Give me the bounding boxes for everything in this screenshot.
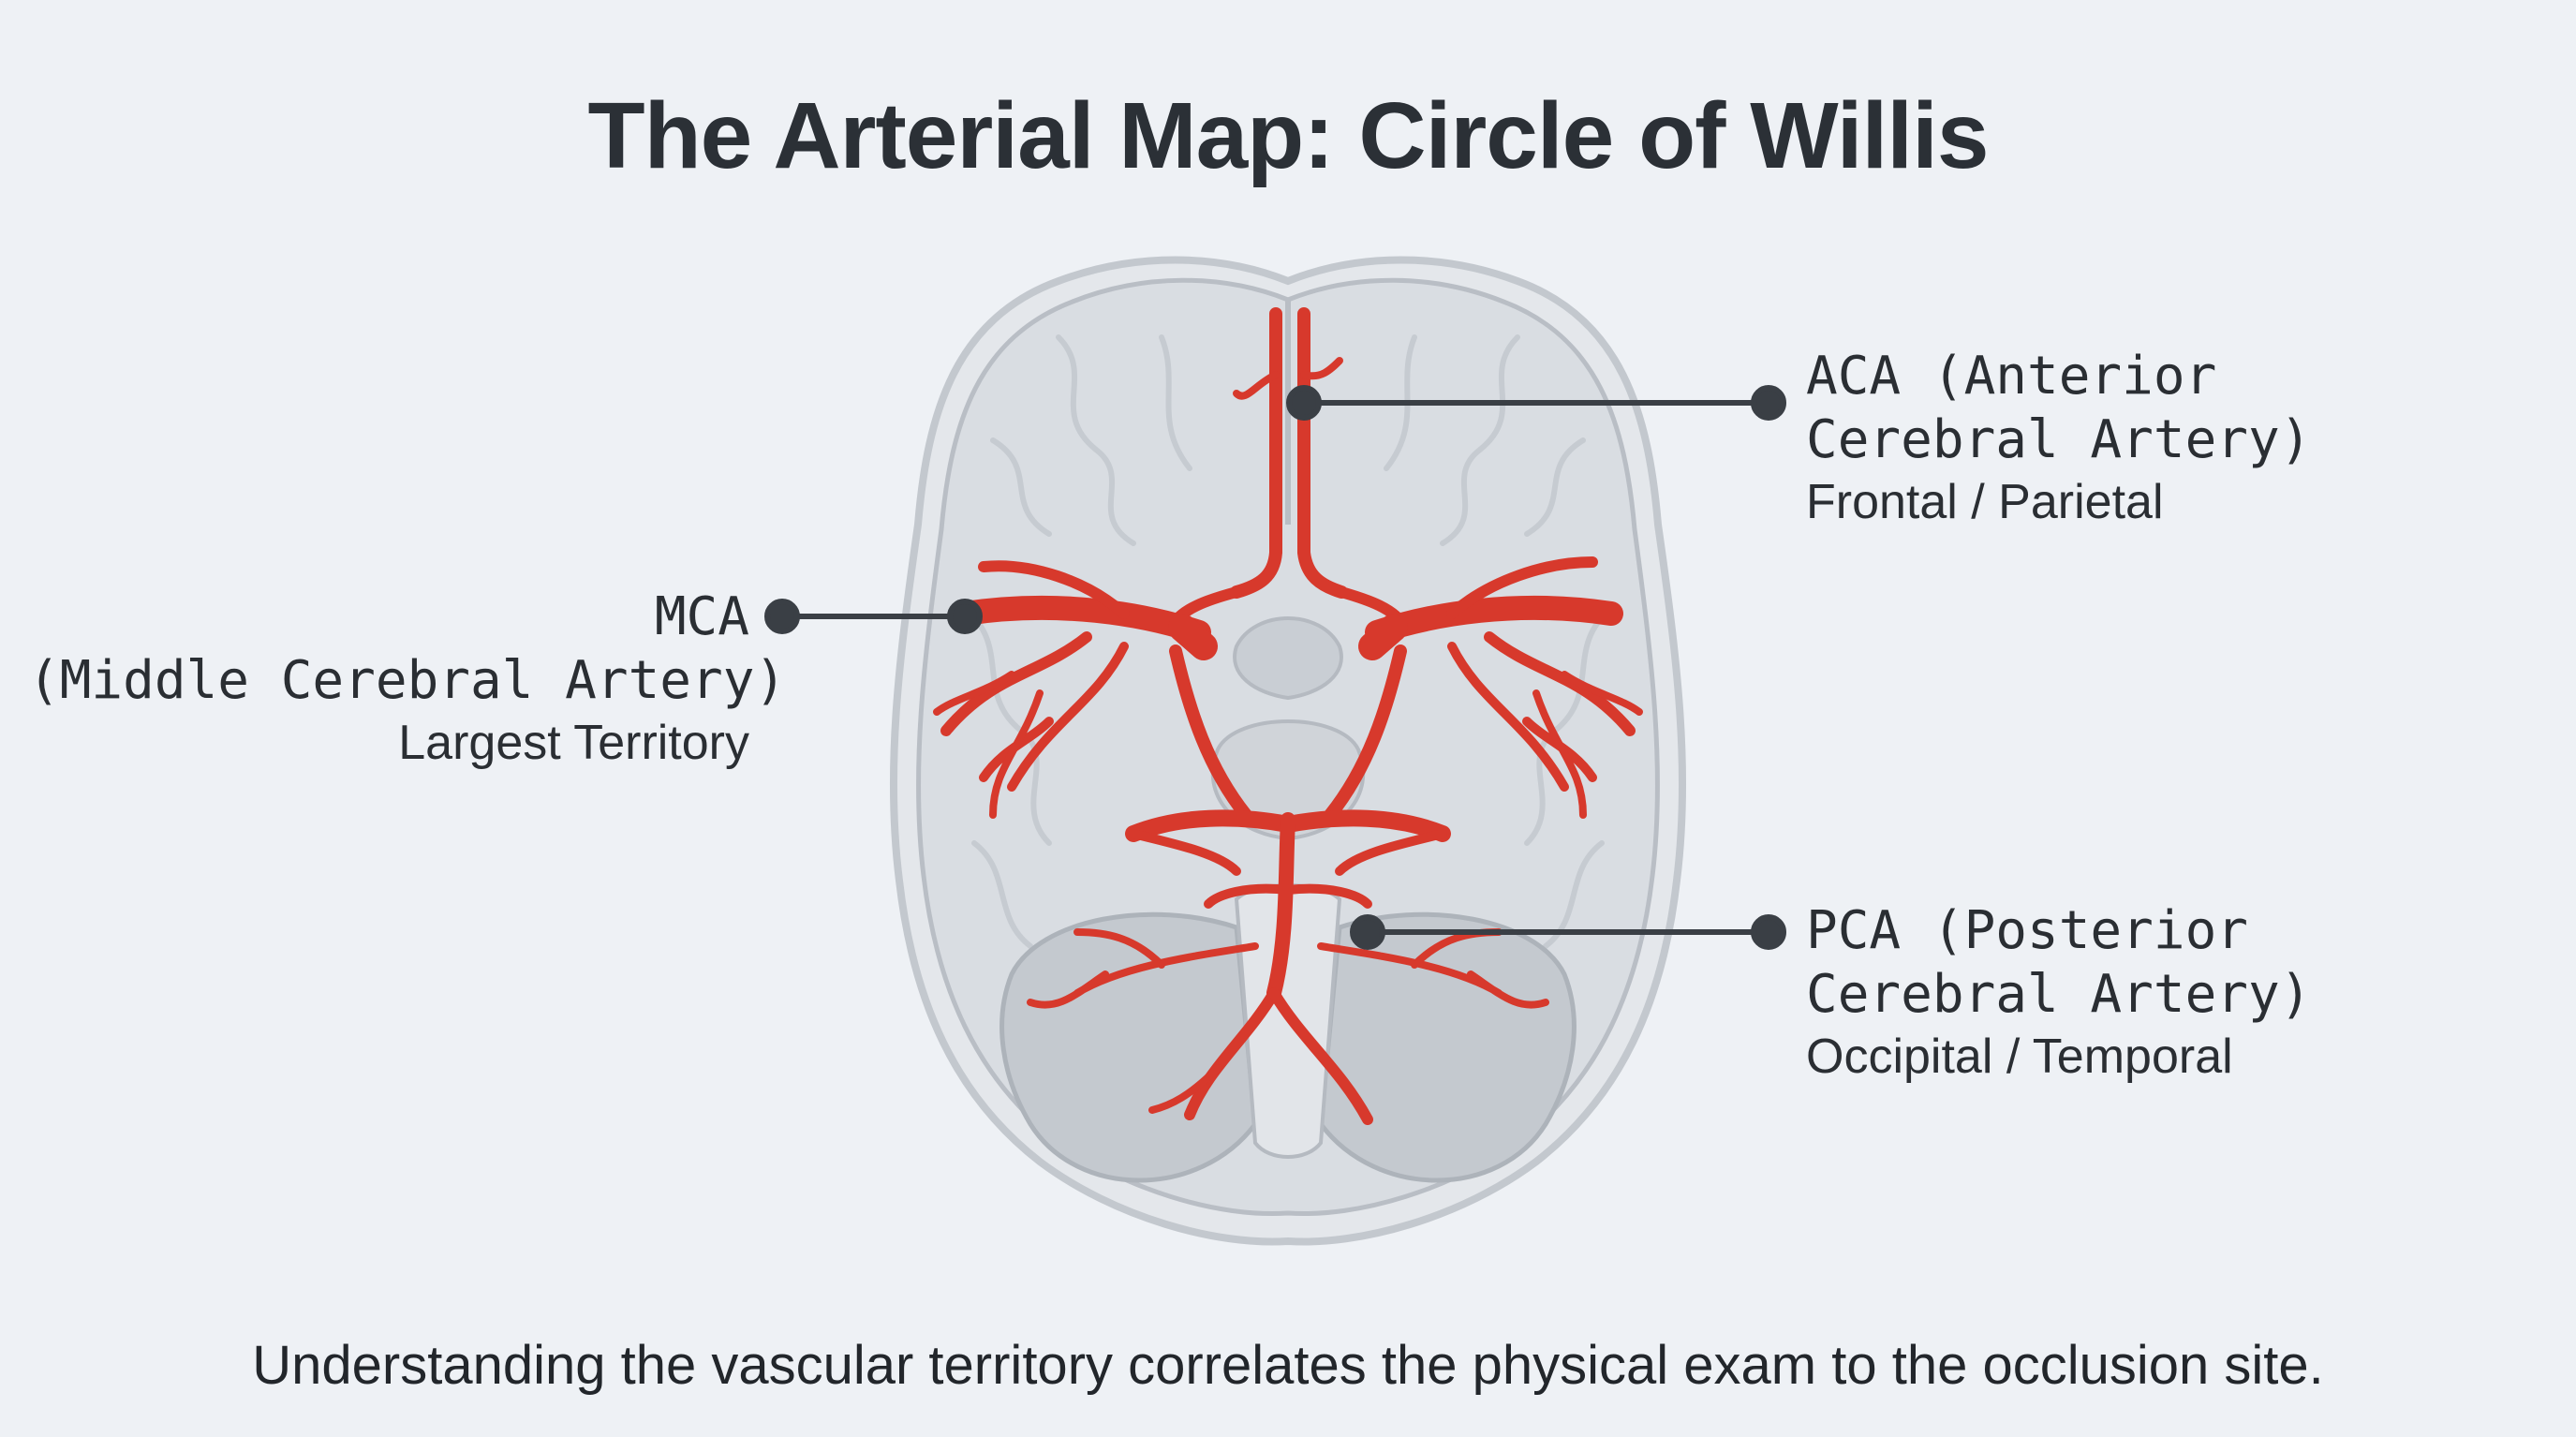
pcom-left [1169,644,1252,822]
caption: Understanding the vascular territory cor… [252,1335,2324,1396]
aca-leader-dot-end [1751,385,1786,421]
pca-right-outer [1335,829,1447,876]
mca-label-line2: (Middle Cerebral Artery) [28,650,787,711]
pca-right [1280,809,1451,842]
aca-right-vessel [1297,307,1348,599]
vertebral-right [1268,987,1373,1125]
pca-label-territory: Occipital / Temporal [1806,1030,2233,1084]
brain-illustration [889,256,1687,1246]
aca-label-line1: ACA (Anterior [1806,346,2217,407]
pca-left [1125,809,1296,842]
aca-label-line2: Cerebral Artery) [1806,409,2312,470]
sca-right [1283,883,1372,909]
sca-left [1204,883,1293,909]
gyri [962,334,1614,949]
basilar-artery [1266,812,1295,1000]
pca-leader-dot-start [1350,914,1385,950]
pca-left-outer [1129,829,1241,876]
mca-label: MCA (Middle Cerebral Artery) Largest Ter… [28,585,787,773]
mca-label-territory: Largest Territory [398,716,749,770]
cerebellar-branch-left [1027,928,1259,1009]
mca-left-branch-2 [940,631,1092,736]
optic-chiasm [1233,616,1343,701]
arteries [933,307,1643,1125]
pca-label-line1: PCA (Posterior [1806,900,2249,961]
mca-leader-dot-end [947,599,983,634]
mca-label-line1: MCA [654,586,749,647]
aca-left-vessel [1230,307,1282,599]
aca-right-branch [1300,357,1343,380]
aca-left-branch [1233,371,1280,400]
aca-leader-dot-start [1286,385,1322,421]
pca-label: PCA (Posterior Cerebral Artery) Occipita… [1806,899,2311,1087]
leader-lines [764,385,1786,950]
mca-left-branch-1 [978,560,1130,619]
ica-left [1168,614,1218,660]
pca-label-line2: Cerebral Artery) [1806,964,2312,1025]
cerebellum-right [1318,911,1577,1183]
aca-label: ACA (Anterior Cerebral Artery) Frontal /… [1806,345,2311,532]
vertebral-left-branch [1148,1064,1221,1114]
pcom-right [1324,644,1407,822]
mca-right-branch-1 [1446,556,1598,619]
mca-left-branch-4 [933,671,1044,819]
vertebral-left [1184,987,1280,1120]
mca-right-branch-4 [1532,671,1643,819]
pca-leader-dot-end [1751,914,1786,950]
page-title: The Arterial Map: Circle of Willis [587,83,1989,188]
aca-label-territory: Frontal / Parietal [1806,475,2164,529]
mca-leader-dot-start [764,599,800,634]
ica-right [1358,614,1408,660]
mca-right-branch-2 [1484,631,1636,736]
